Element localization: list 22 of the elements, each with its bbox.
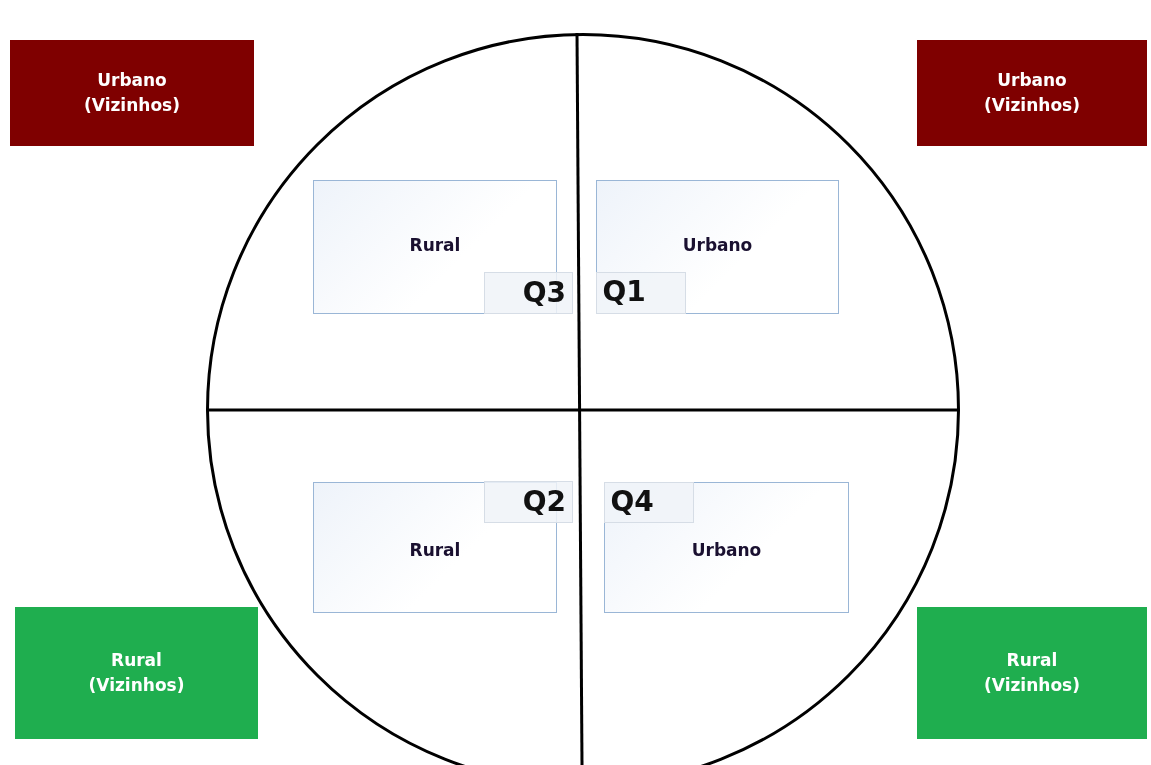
box-label: Q2 xyxy=(522,483,566,520)
quadrant-tag xyxy=(595,271,686,314)
box-label: Rural (Vizinhos) xyxy=(983,649,1081,697)
box-label: Q1 xyxy=(602,274,646,311)
rural-neighbor-box xyxy=(15,607,258,739)
zone-box xyxy=(604,482,849,613)
urban-neighbor-box xyxy=(10,40,254,146)
box-label: Rural xyxy=(409,539,461,562)
box-label: Q4 xyxy=(610,483,654,520)
box-label: Rural (Vizinhos) xyxy=(87,649,186,697)
box-label: Urbano (Vizinhos) xyxy=(83,69,181,117)
rural-neighbor-box xyxy=(917,607,1147,739)
quadrant-tag xyxy=(484,272,573,314)
zone-box xyxy=(596,180,839,314)
urban-neighbor-box xyxy=(917,40,1147,146)
box-label: Rural xyxy=(409,234,461,257)
box-label: Q3 xyxy=(522,274,566,311)
box-label: Urbano xyxy=(682,234,753,257)
box-label: Urbano (Vizinhos) xyxy=(983,69,1081,117)
quadrant-tag xyxy=(603,481,694,523)
box-label: Urbano xyxy=(691,539,762,562)
quadrant-tag xyxy=(484,481,573,523)
